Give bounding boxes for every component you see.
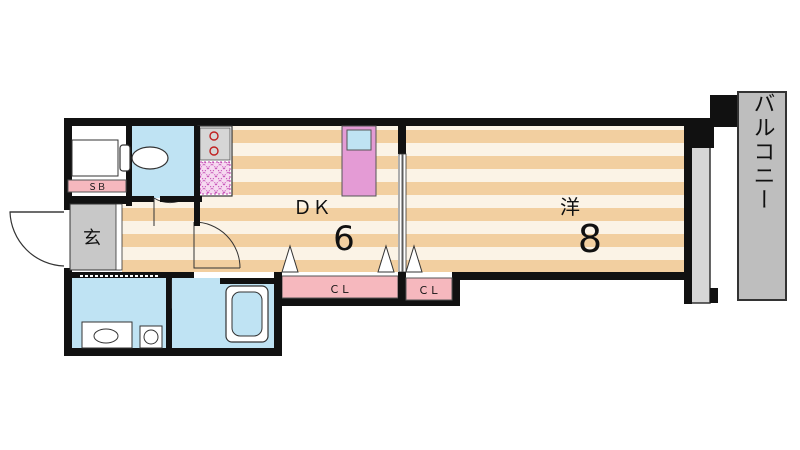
- closet-western-label: ＣＬ: [418, 284, 440, 297]
- closet-dk-label: ＣＬ: [329, 283, 351, 296]
- entrance: 玄: [9, 203, 123, 271]
- western-room: [406, 126, 684, 272]
- outer-walls: [64, 118, 714, 356]
- dk-size: 6: [333, 219, 355, 259]
- balcony-label: バルコニー: [750, 92, 775, 212]
- closet-western: ＣＬ: [398, 244, 453, 302]
- bathroom: [172, 278, 274, 348]
- washroom: [72, 272, 194, 349]
- western-label: 洋: [560, 195, 580, 219]
- upper-storage: [71, 139, 119, 177]
- entrance-label: 玄: [83, 228, 101, 249]
- partition-wall: [398, 126, 407, 273]
- dk-label: ＤＫ: [293, 197, 331, 219]
- toilet-room: [119, 126, 200, 226]
- shoe-box-label: ＳＢ: [88, 183, 106, 193]
- kitchen-counter: [197, 125, 233, 197]
- kitchen-sink: [341, 125, 377, 197]
- balcony: [687, 91, 787, 304]
- closet-dk: ＣＬ: [274, 244, 399, 302]
- shoe-box: ＳＢ: [64, 179, 130, 204]
- western-size: 8: [578, 217, 602, 261]
